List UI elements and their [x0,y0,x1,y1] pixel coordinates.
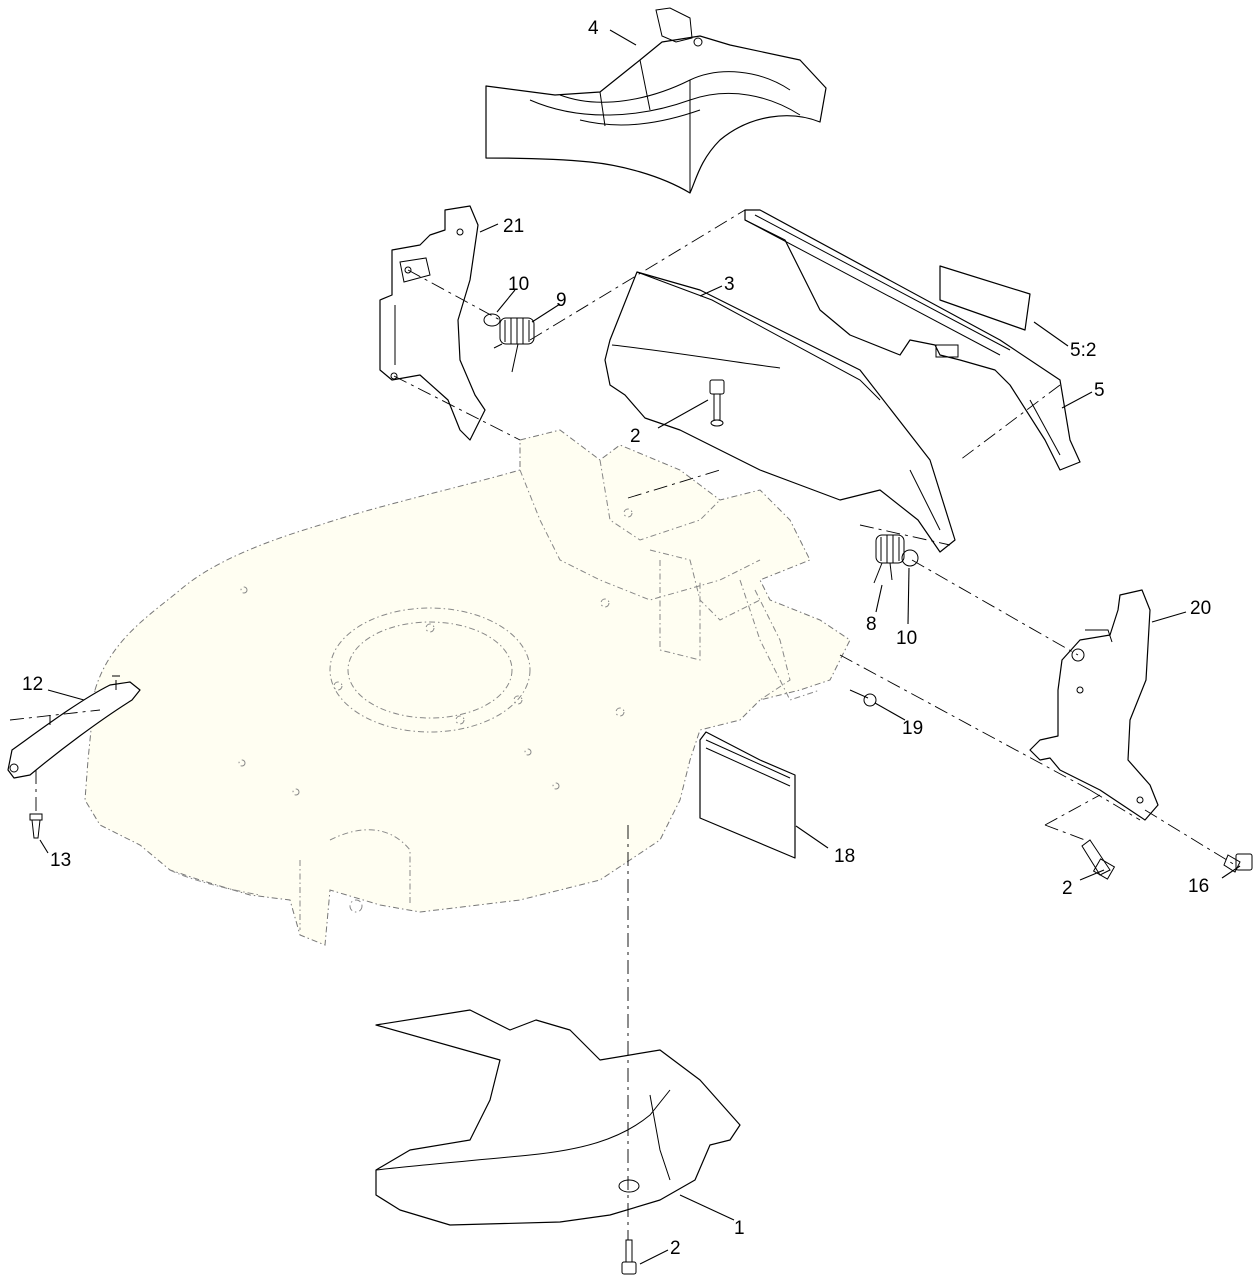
callout-12: 12 [22,674,43,695]
callout-3: 3 [724,274,735,295]
part-1-discharge-cover [375,1009,741,1226]
part-19-screw [849,689,877,707]
part-12-height-adjust-plate [7,675,141,779]
part-2-right-bolt [1081,839,1116,880]
part-16-bolt [1223,853,1253,873]
callout-21: 21 [503,216,524,237]
callout-5-2: 5:2 [1070,340,1096,361]
callout-9: 9 [556,290,567,311]
part-21-left-bracket [379,205,486,441]
part-18-rear-flap [699,731,796,859]
callout-2-right: 2 [1062,878,1073,899]
callout-18: 18 [834,846,855,867]
callout-1: 1 [734,1218,745,1239]
callout-16: 16 [1188,876,1209,897]
callout-labels: 4 21 10 9 3 5:2 5 2 8 10 20 12 19 18 13 … [22,18,1211,1259]
callout-20: 20 [1190,598,1211,619]
part-4-rear-chute [485,7,827,194]
callout-2-center: 2 [630,426,641,447]
part-2-center-bolt [709,379,725,427]
callout-2-bottom: 2 [670,1238,681,1259]
part-9-left-spring [493,317,535,373]
part-2-bottom-bolt [621,1239,637,1275]
part-3-rear-door [604,271,956,553]
callout-10-right: 10 [896,628,917,649]
part-5-2-flap [939,265,1031,331]
part-13-screw [29,813,43,839]
callout-4: 4 [588,18,599,39]
assembly-phantom-lines [9,209,1236,1240]
part-5-hinge-rod [744,209,1081,471]
part-10-left-washer [483,313,501,327]
callout-13: 13 [50,850,71,871]
part-10-right-washer [901,549,919,567]
part-8-right-spring [873,534,905,584]
callout-5: 5 [1094,380,1105,401]
callout-leaders [39,29,1241,1265]
mower-deck [84,429,851,946]
callout-10-left: 10 [508,274,529,295]
callout-19: 19 [902,718,923,739]
part-20-right-bracket [1029,589,1159,821]
callout-8: 8 [866,614,877,635]
